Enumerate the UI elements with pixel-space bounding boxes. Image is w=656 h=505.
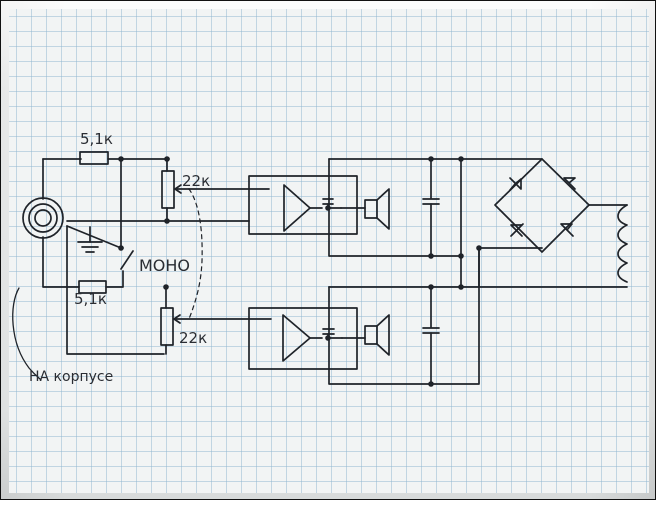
switch-icon — [120, 250, 134, 270]
input-middle-wire — [66, 225, 122, 249]
pot-bottom-label: 22к — [179, 329, 207, 347]
top-amplifier-block — [248, 175, 358, 235]
audio-jack-icon — [22, 197, 64, 239]
mono-bottom-vertical — [105, 270, 124, 288]
speaker-cone — [376, 188, 390, 230]
resistor-icon — [79, 151, 109, 165]
speaker-icon — [364, 199, 378, 219]
potentiometer-icon — [161, 170, 175, 209]
pot-top-label: 22к — [182, 172, 210, 190]
case-connection-line — [12, 287, 42, 381]
case-label: НА корпусе — [29, 369, 113, 385]
speaker-icon — [364, 325, 378, 345]
diode-icon — [563, 177, 576, 190]
ground-icon — [77, 226, 103, 253]
transformer-coil-icon — [617, 204, 628, 283]
top-channel — [248, 158, 462, 257]
top-pot-arrow — [174, 184, 182, 194]
amplifier-triangle-icon — [282, 314, 311, 362]
amplifier-triangle-icon — [283, 184, 311, 232]
speaker-cone — [376, 314, 390, 356]
junction-dots — [118, 156, 482, 387]
diode-icon — [509, 177, 522, 191]
input-section — [12, 151, 250, 381]
diode-icon — [510, 223, 524, 237]
diode-icon — [560, 223, 574, 237]
resistor-icon — [78, 280, 107, 294]
top-channel-box — [328, 158, 462, 257]
gang-link-dashed — [188, 188, 203, 320]
mono-label: МОНО — [139, 256, 190, 275]
potentiometer-icon — [160, 307, 174, 346]
bottom-pot-arrow — [173, 314, 181, 324]
resistor-bottom-label: 5,1к — [74, 290, 107, 308]
resistor-top-label: 5,1к — [80, 130, 113, 148]
power-supply-section — [460, 158, 628, 288]
left-inner-return-wire — [66, 225, 165, 355]
